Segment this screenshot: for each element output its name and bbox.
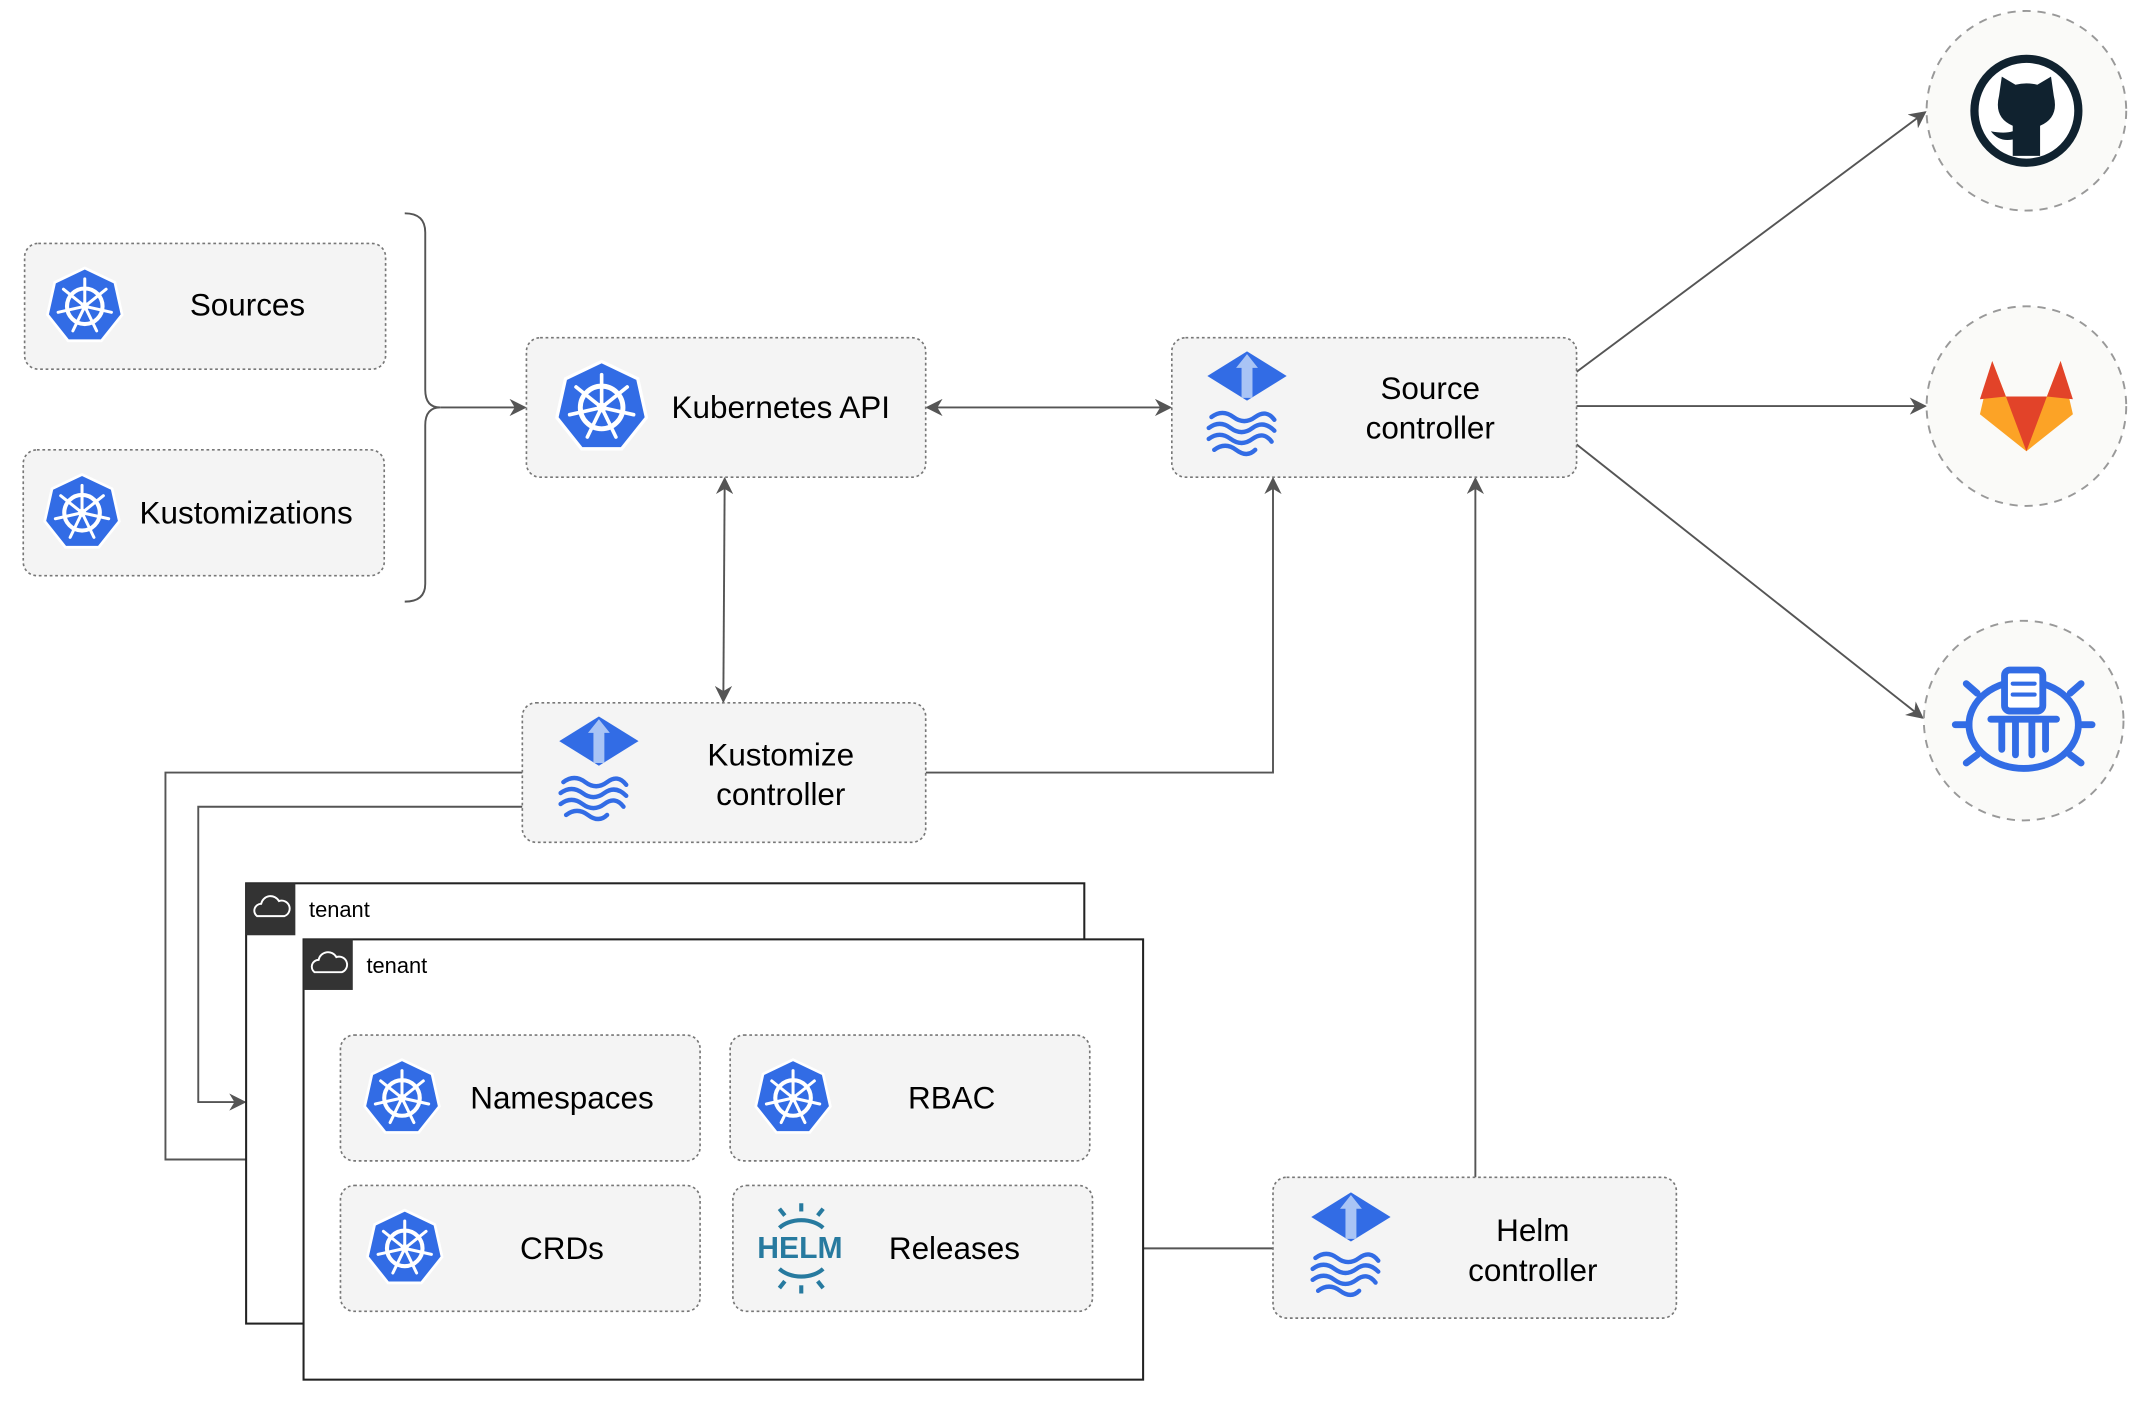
rbac-label: RBAC (908, 1080, 995, 1115)
rbac-node[interactable]: RBAC (729, 1034, 1091, 1162)
edge-kustomize-to-tenant-front (164, 771, 523, 1169)
kustomize-controller-node[interactable]: Kustomize controller (521, 701, 927, 844)
releases-label: Releases (889, 1231, 1020, 1266)
helm-logo-text: HELM (757, 1232, 842, 1265)
tenant-label: tenant (309, 897, 370, 922)
tenant-front: tenant Namespaces RBAC CRDs HELM (302, 938, 1145, 1381)
edge-kustomize-to-source-controller (925, 476, 1282, 774)
crds-node[interactable]: CRDs (339, 1184, 701, 1313)
github-icon (1970, 54, 2083, 167)
releases-node[interactable]: HELM Releases (732, 1184, 1094, 1313)
kubernetes-api-label: Kubernetes API (672, 390, 890, 425)
cloud-icon (253, 895, 291, 918)
crds-label: CRDs (520, 1231, 604, 1266)
sources-label: Sources (190, 287, 305, 322)
kustomize-controller-label-line1: Kustomize (707, 737, 854, 772)
github-node[interactable] (1925, 9, 2128, 212)
helm-controller-node[interactable]: Helm controller (1272, 1176, 1678, 1319)
kustomizations-label: Kustomizations (140, 495, 353, 530)
tenant-label: tenant (366, 953, 427, 978)
namespaces-node[interactable]: Namespaces (339, 1034, 701, 1162)
edges (164, 111, 1927, 1258)
bucket-node[interactable] (1922, 619, 2125, 822)
namespaces-label: Namespaces (470, 1080, 653, 1115)
edge-source-to-bucket (1575, 443, 1924, 719)
cloud-icon-bg (303, 939, 353, 990)
gitlab-node[interactable] (1925, 305, 2128, 507)
cloud-icon (310, 951, 349, 974)
edge-kubernetes-api-kustomize-controller (714, 476, 734, 704)
bracket-brace (404, 212, 441, 603)
helm-controller-label-line1: Helm (1496, 1213, 1569, 1248)
edge-kustomize-to-tenant-back (197, 805, 523, 1111)
kustomizations-node[interactable]: Kustomizations (22, 449, 386, 577)
kubernetes-api-node[interactable]: Kubernetes API (525, 336, 927, 479)
bucket-icon (1951, 666, 2096, 772)
sources-node[interactable]: Sources (23, 242, 387, 371)
source-controller-label-line2: controller (1366, 410, 1495, 445)
edge-source-to-github (1575, 111, 1927, 373)
helm-icon: HELM (757, 1203, 843, 1294)
source-controller-label-line1: Source (1380, 371, 1480, 406)
helm-controller-label-line2: controller (1468, 1253, 1597, 1288)
kustomize-controller-label-line2: controller (716, 777, 845, 812)
source-controller-node[interactable]: Source controller (1170, 336, 1578, 479)
gitlab-icon (1979, 360, 2073, 452)
